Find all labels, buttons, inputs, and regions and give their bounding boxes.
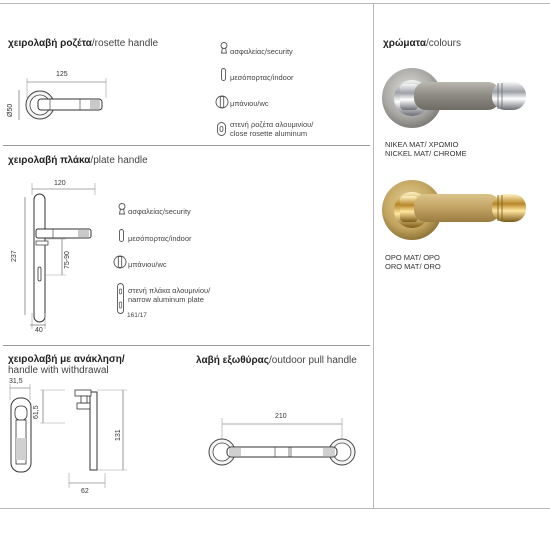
oro-handle-image <box>382 180 526 240</box>
withdrawal-title-greek: χειρολαβή με ανάκληση/ <box>8 354 125 365</box>
plate-option-narrow-plate: στενή πλάκα αλουμινίου/ narrow aluminum … <box>128 286 210 304</box>
close-rosette-icon <box>217 122 226 136</box>
close-rosette-label-en: close rosette aluminum <box>230 129 308 138</box>
outdoor-dim-width: 210 <box>275 413 287 420</box>
rosette-section-title: χειρολαβή ροζέτα/rosette handle <box>8 38 158 49</box>
rosette-option-indoor: μεσόπορτας/indoor <box>230 73 294 82</box>
colours-title-english: /colours <box>426 38 462 49</box>
outdoor-title-english: /outdoor pull handle <box>268 355 357 366</box>
rosette-dim-width: 125 <box>56 71 68 78</box>
rosette-option-wc: μπάνιου/wc <box>230 99 269 108</box>
oro-label-en: ORO MAT/ ORO <box>385 262 441 271</box>
rosette-dim-diameter: Ø50 <box>7 103 14 117</box>
plate-section-title: χειρολαβή πλάκα/plate handle <box>8 155 148 166</box>
rosette-option-close-rosette: στενή ροζέτα αλουμινίου/ close rosette a… <box>230 120 313 138</box>
rosette-title-greek: χειρολαβή ροζέτα <box>8 38 92 49</box>
plate-dim-spacing: 75-90 <box>64 251 71 269</box>
nickel-chrome-label-gr: ΝΙΚΕΛ ΜΑΤ/ ΧΡΩΜΙΟ <box>385 140 459 149</box>
colours-section-title: χρώματα/colours <box>383 38 461 49</box>
divider-plate-bottom <box>3 345 370 346</box>
outdoor-section-title: λαβή εξωθύρας/outdoor pull handle <box>196 355 357 366</box>
nickel-chrome-label-en: NICKEL MAT/ CHROME <box>385 149 467 158</box>
plate-option-security: ασφαλείας/security <box>128 207 191 216</box>
colours-title-greek: χρώματα <box>383 38 426 49</box>
withdrawal-handle-drawing <box>9 384 127 488</box>
top-border <box>0 3 550 4</box>
withdrawal-section-title: χειρολαβή με ανάκληση/ handle with withd… <box>8 354 125 376</box>
rosette-option-security: ασφαλείας/security <box>230 47 293 56</box>
nickel-chrome-handle-image <box>382 68 526 128</box>
plate-dim-height: 237 <box>11 250 18 262</box>
oro-label-gr: ΟΡΟ ΜΑΤ/ ΟΡΟ <box>385 253 440 262</box>
withdrawal-title-english: handle with withdrawal <box>8 365 109 376</box>
plate-title-greek: χειρολαβή πλάκα <box>8 155 91 166</box>
bottom-border <box>0 508 550 509</box>
rosette-handle-drawing <box>18 78 107 120</box>
colour-caption-nickel-chrome: ΝΙΚΕΛ ΜΑΤ/ ΧΡΩΜΙΟ NICKEL MAT/ CHROME <box>385 140 467 158</box>
plate-title-english: /plate handle <box>90 155 148 166</box>
rosette-title-english: /rosette handle <box>91 38 159 49</box>
plate-option-indoor: μεσόπορτας/indoor <box>128 234 192 243</box>
withdrawal-dim-height: 131 <box>115 429 122 441</box>
narrow-plate-label-gr: στενή πλάκα αλουμινίου/ <box>128 286 211 295</box>
plate-handle-drawing <box>24 183 96 329</box>
colour-caption-oro: ΟΡΟ ΜΑΤ/ ΟΡΟ ORO MAT/ ORO <box>385 253 441 271</box>
security-keyhole-icon <box>118 203 126 215</box>
column-divider <box>373 3 374 508</box>
indoor-slot-icon <box>119 229 124 242</box>
withdrawal-dim-top: 31,5 <box>9 378 23 385</box>
security-keyhole-icon <box>220 42 228 54</box>
divider-rosette-plate <box>3 145 370 146</box>
plate-dim-bottom: 40 <box>35 327 43 334</box>
wc-turn-icon <box>215 95 229 109</box>
outdoor-handle-drawing <box>208 418 356 466</box>
plate-option-wc: μπάνιου/wc <box>128 260 167 269</box>
withdrawal-dim-bottom: 62 <box>81 488 89 495</box>
close-rosette-label-gr: στενή ροζέτα αλουμινίου/ <box>230 120 314 129</box>
narrow-plate-code: 161/17 <box>127 312 147 319</box>
plate-dim-width: 120 <box>54 180 66 187</box>
narrow-plate-icon <box>117 283 124 314</box>
indoor-slot-icon <box>221 68 226 81</box>
narrow-plate-label-en: narrow aluminum plate <box>128 295 204 304</box>
withdrawal-dim-side: 61,5 <box>33 405 40 419</box>
wc-turn-icon <box>113 255 127 269</box>
outdoor-title-greek: λαβή εξωθύρας <box>196 355 269 366</box>
